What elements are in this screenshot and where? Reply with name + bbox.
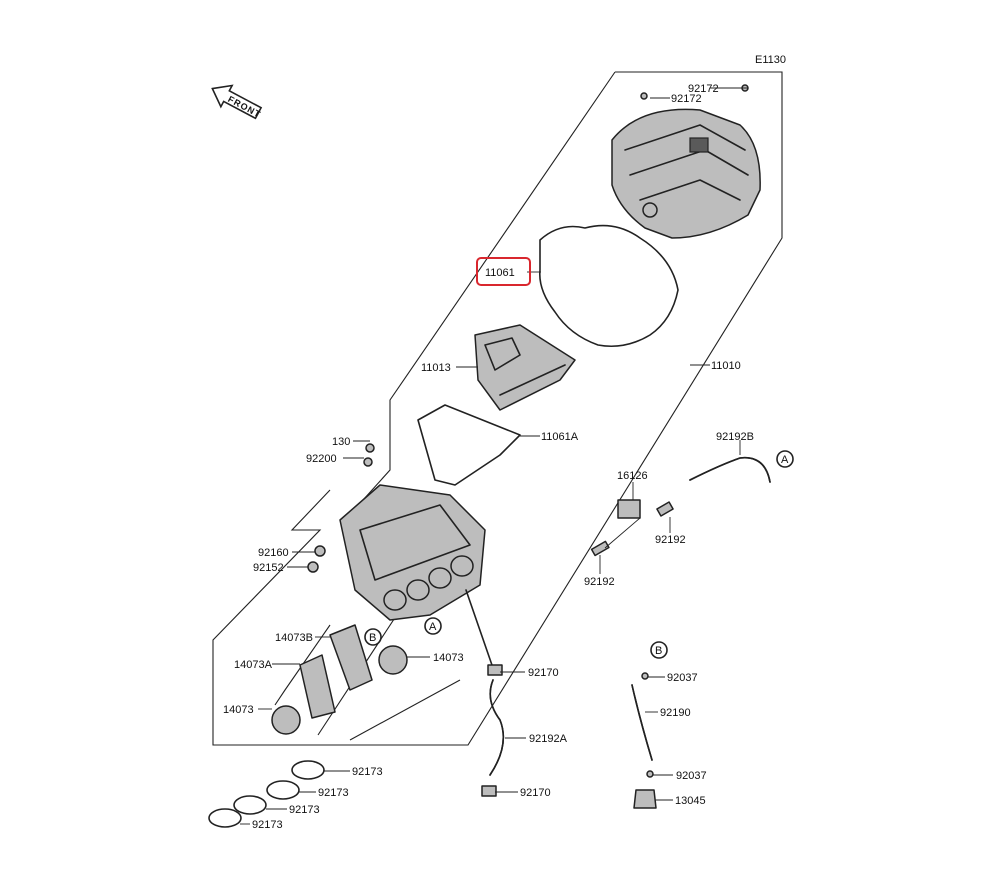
label-11061A: 11061A (541, 431, 579, 443)
label-92170-a: 92170 (528, 667, 559, 679)
label-92192A: 92192A (529, 733, 568, 745)
svg-text:A: A (781, 454, 789, 466)
label-92190: 92190 (660, 707, 691, 719)
gasket-11061 (538, 224, 679, 348)
label-92192B: 92192B (716, 431, 754, 443)
callout-a-top: A (776, 450, 794, 468)
front-arrow-icon: FRONT (211, 84, 263, 120)
air-filter-element-11013 (474, 324, 576, 411)
label-92173-a: 92173 (352, 766, 383, 778)
label-92037-b: 92037 (676, 770, 707, 782)
air-cleaner-lower-case (307, 443, 486, 621)
callout-b-top: B (364, 628, 382, 646)
label-92173-c: 92173 (289, 804, 320, 816)
label-92173-b: 92173 (318, 787, 349, 799)
label-92172-b: 92172 (671, 93, 702, 105)
svg-text:B: B (369, 632, 376, 644)
label-14073B: 14073B (275, 632, 313, 644)
label-92160: 92160 (258, 547, 289, 559)
label-13045: 13045 (675, 795, 706, 807)
label-130: 130 (332, 436, 350, 448)
label-14073A: 14073A (234, 659, 273, 671)
air-cleaner-upper-case (611, 84, 761, 239)
label-92037-a: 92037 (667, 672, 698, 684)
part-labels: 92172 92172 11061 11013 11010 11061A 130… (223, 83, 754, 831)
label-14073-a: 14073 (433, 652, 464, 664)
callout-b-right: B (650, 641, 668, 659)
svg-text:A: A (429, 621, 437, 633)
drain-hose-92190 (631, 672, 657, 809)
highlight-box-11061 (476, 257, 531, 286)
svg-text:B: B (655, 645, 662, 657)
label-11010: 11010 (711, 360, 741, 372)
label-92152: 92152 (253, 562, 284, 574)
label-92173-d: 92173 (252, 819, 283, 831)
label-92192-b: 92192 (584, 576, 615, 588)
leader-lines (240, 87, 748, 825)
callout-a-bottom: A (424, 617, 442, 635)
label-92172-a: 92172 (688, 83, 719, 95)
breather-valve-assembly (590, 456, 771, 557)
intake-ducts (208, 624, 408, 828)
hose-92192A (465, 589, 505, 797)
label-92200: 92200 (306, 453, 337, 465)
diagram-code: E1130 (755, 54, 786, 66)
seal-11061A (417, 404, 521, 486)
label-11013: 11013 (421, 362, 451, 374)
label-16126: 16126 (617, 470, 648, 482)
label-92170-b: 92170 (520, 787, 551, 799)
label-11061: 11061 (485, 267, 515, 279)
label-14073-b: 14073 (223, 704, 254, 716)
label-92192-a: 92192 (655, 534, 686, 546)
